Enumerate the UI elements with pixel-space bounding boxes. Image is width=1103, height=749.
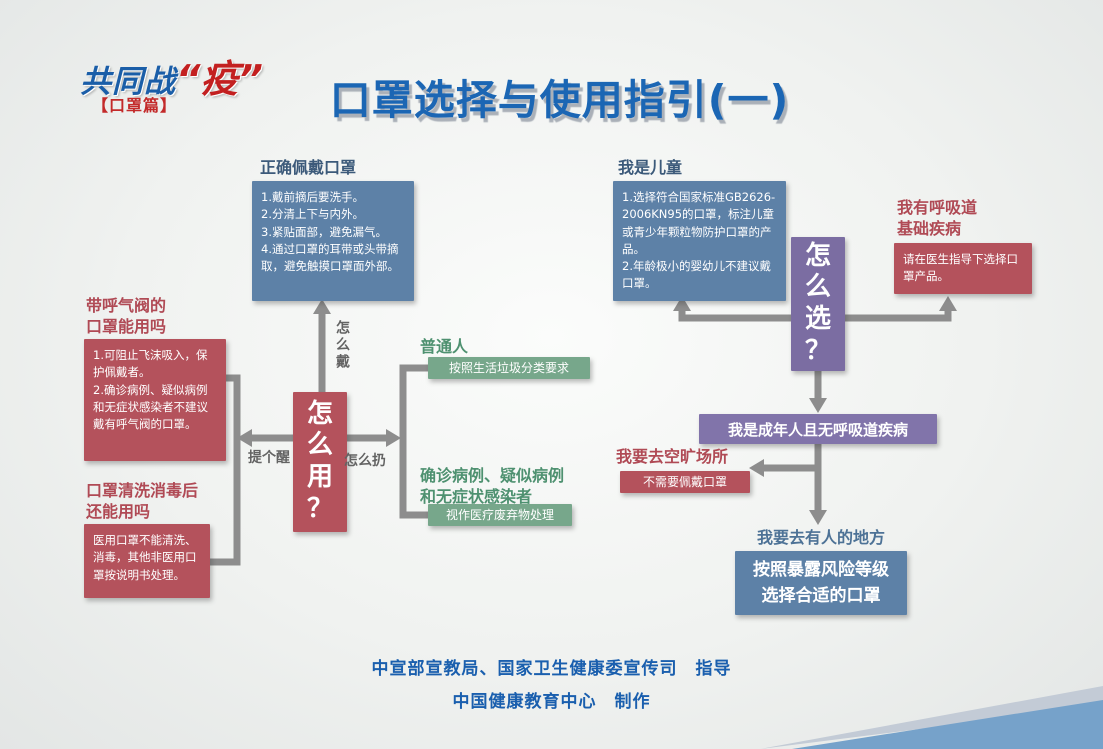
epidemic-accent: “疫”	[176, 57, 263, 101]
ordinary-person-box: 按照生活垃圾分类要求	[428, 357, 590, 380]
footer-line2: 中国健康教育中心 制作	[452, 692, 651, 712]
open-area-header: 我要去空旷场所	[616, 447, 729, 466]
arrowhead-child	[673, 296, 691, 311]
connector-green-bracket	[399, 364, 428, 519]
wear-guide-box: 1.戴前摘后要洗手。 2.分清上下与内外。 3.紧贴面部，避免漏气。 4.通过口…	[252, 181, 414, 301]
corner-gray-wedge	[760, 686, 1103, 749]
ordinary-person-header: 普通人	[420, 337, 469, 356]
crowded-place-label: 我要去有人的地方	[757, 528, 886, 547]
valve-mask-header: 带呼气阀的 口罩能用吗	[86, 296, 167, 336]
open-area-box: 不需要佩戴口罩	[620, 471, 750, 494]
arrowhead-reminder	[237, 429, 252, 447]
clean-mask-header: 口罩清洗消毒后 还能用吗	[86, 481, 199, 521]
confirmed-cases-box: 视作医疗废弃物处理	[428, 504, 572, 527]
risk-level-box: 按照暴露风险等级 选择合适的口罩	[735, 551, 907, 615]
arrowhead-how-wear	[313, 299, 331, 314]
corner-blue-wedge	[792, 700, 1103, 749]
arrowhead-open-area	[749, 459, 764, 477]
logo: 共同战“疫”	[80, 48, 263, 103]
confirmed-cases-header: 确诊病例、疑似病例 和无症状感染者	[420, 466, 565, 506]
adult-bar: 我是成年人且无呼吸道疾病	[699, 414, 937, 444]
page-title: 口罩选择与使用指引(一)	[329, 76, 790, 124]
valve-mask-box: 1.可阻止飞沫吸入，保护佩戴者。 2.确诊病例、疑似病例和无症状感染者不建议戴有…	[84, 339, 226, 461]
reminder-label: 提个醒	[248, 450, 290, 466]
respiratory-header: 我有呼吸道 基础疾病	[897, 198, 978, 238]
how-to-use-box: 怎 么 用 ？	[293, 392, 347, 532]
respiratory-box: 请在医生指导下选择口罩产品。	[894, 243, 1032, 294]
brand-text: 共同战	[80, 64, 176, 100]
clean-mask-box: 医用口罩不能清洗、消毒，其他非医用口罩按说明书处理。	[84, 524, 210, 598]
footer-line1: 中宣部宣教局、国家卫生健康委宣传司 指导	[371, 659, 732, 679]
arrowhead-discard	[386, 429, 401, 447]
child-box: 1.选择符合国家标准GB2626-2006KN95的口罩，标注儿童或青少年颗粒物…	[613, 181, 786, 301]
logo-tagline: 【口罩篇】	[92, 96, 178, 115]
how-wear-label: 怎么戴	[334, 320, 350, 371]
arrowhead-respiratory	[939, 296, 957, 311]
discard-label: 怎么扔	[344, 453, 386, 469]
how-to-choose-box: 怎 么 选 ？	[791, 237, 845, 371]
arrowhead-adult	[809, 398, 827, 413]
child-header: 我是儿童	[618, 158, 683, 177]
wear-guide-header: 正确佩戴口罩	[260, 158, 357, 177]
arrowhead-trunk	[809, 510, 827, 525]
